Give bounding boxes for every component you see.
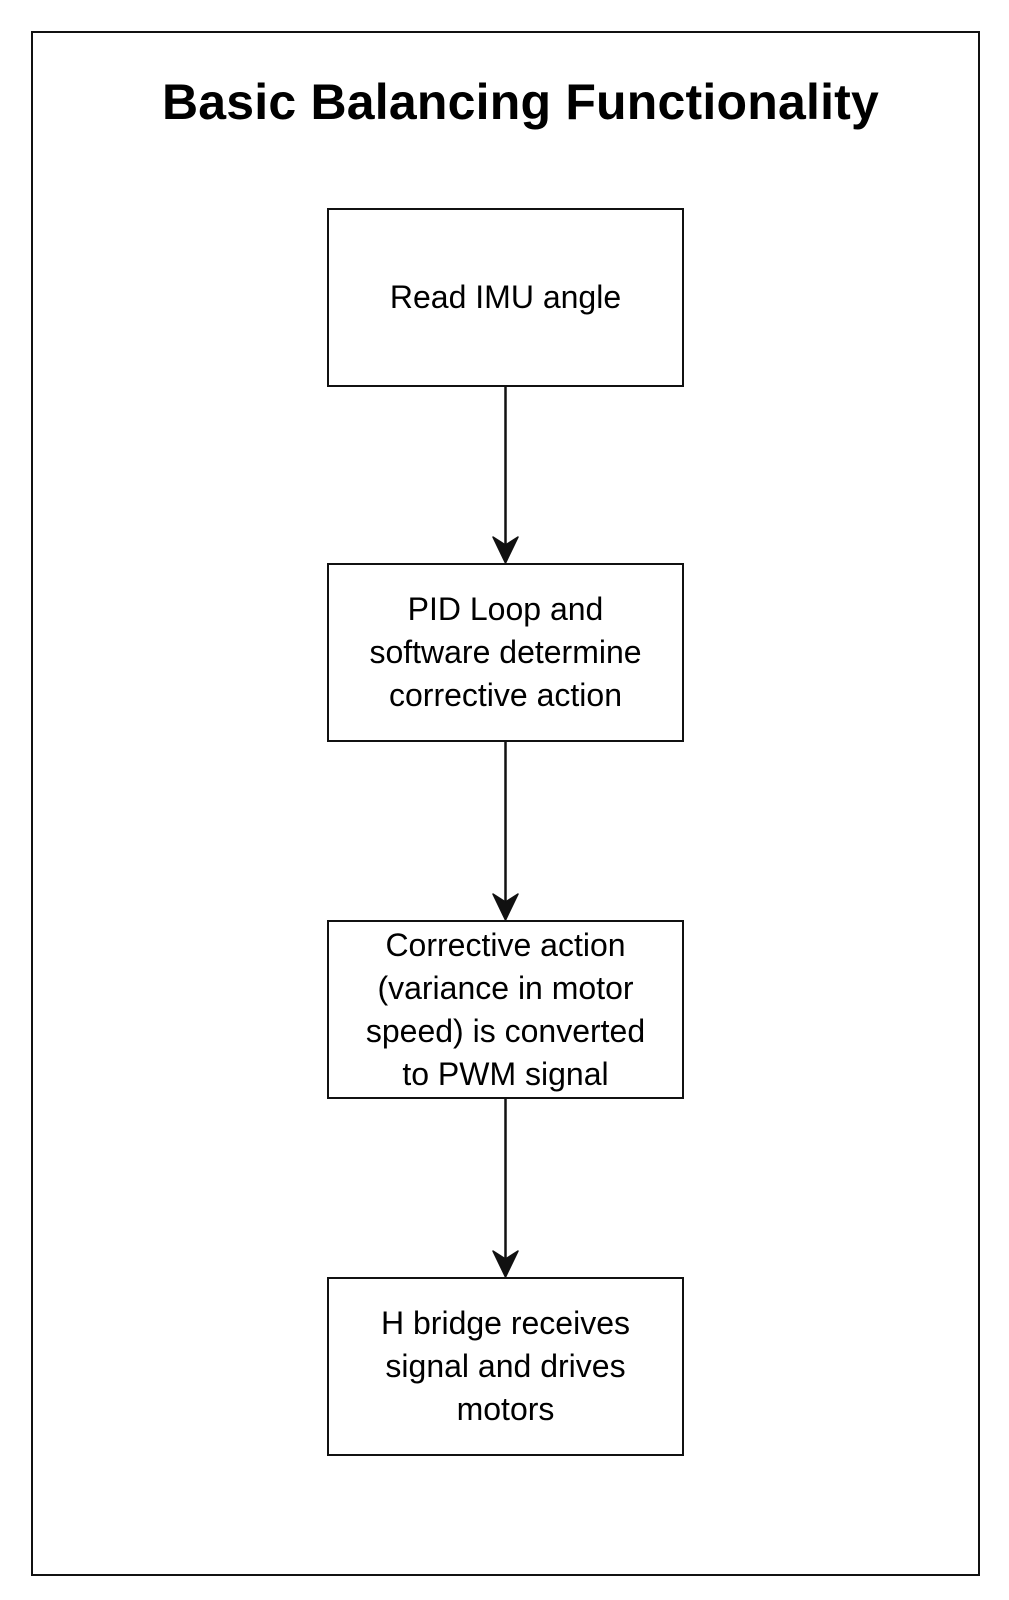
diagram-title: Basic Balancing Functionality <box>161 74 880 130</box>
step-h-bridge-drives-motors: H bridge receives signal and drives moto… <box>327 1277 684 1456</box>
step-convert-to-pwm: Corrective action (variance in motor spe… <box>327 920 684 1099</box>
step-read-imu-angle: Read IMU angle <box>327 208 684 387</box>
step-label: Read IMU angle <box>389 279 622 315</box>
step-label: Corrective action (variance in motor spe… <box>365 926 646 1092</box>
diagram-frame <box>31 31 980 1576</box>
step-label: PID Loop and software determine correcti… <box>369 591 642 713</box>
step-label: H bridge receives signal and drives moto… <box>381 1305 630 1427</box>
step-pid-loop: PID Loop and software determine correcti… <box>327 563 684 742</box>
